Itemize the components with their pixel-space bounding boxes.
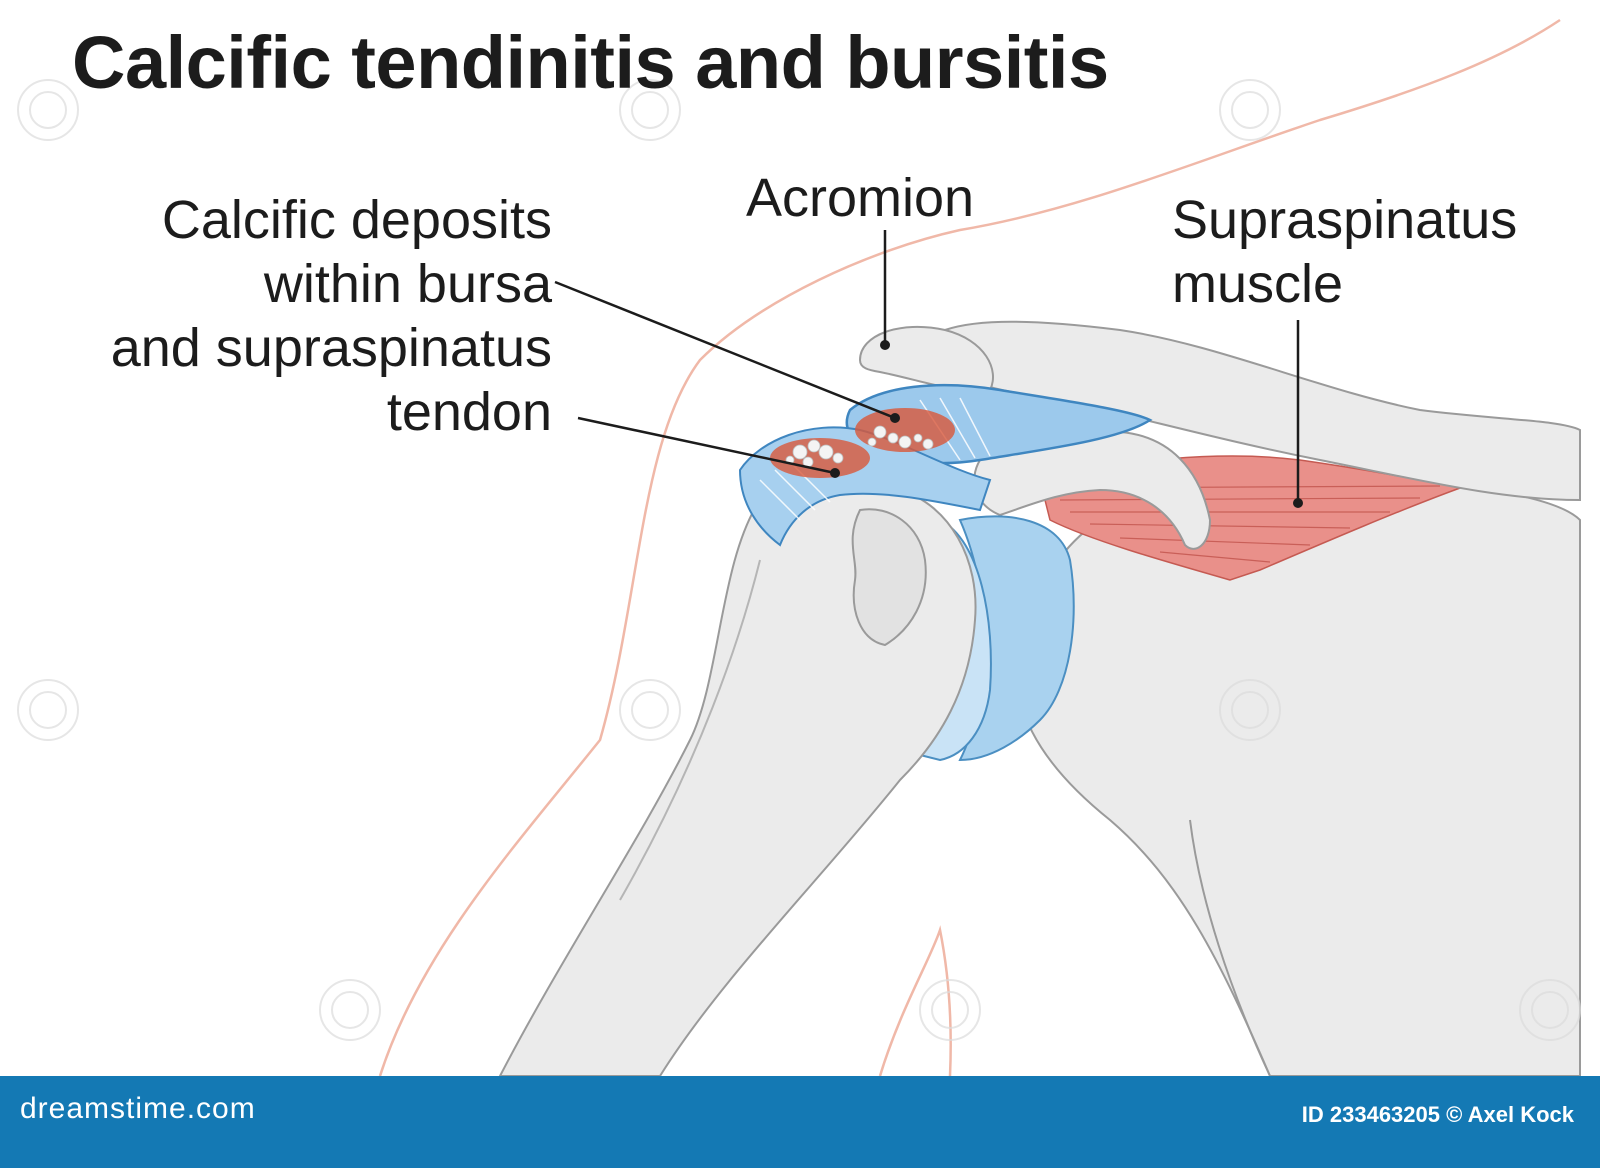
skin-outline [378,18,1561,1077]
humerus [498,482,977,1077]
leader-dot-tendon [830,468,840,478]
footer-logo[interactable]: dreamstime.com [20,1092,256,1125]
armpit-outline [878,925,952,1077]
scapula-edge [1189,819,1271,1077]
humerus-tubercle [851,508,927,647]
leader-dot-bursa [890,413,900,423]
label-line: Supraspinatus [1172,190,1518,250]
leader-line-deposits-bursa [554,280,896,420]
label-line: muscle [1172,254,1344,314]
leader-dot-supraspinatus [1293,498,1303,508]
watermark-spiral-icon [17,79,1581,1041]
label-calcific-deposits: Calcific deposits within bursa and supra… [111,188,552,444]
footer-bar: dreamstime.com ID 233463205 © Axel Kock [0,1076,1600,1168]
calcific-deposits [785,425,934,468]
label-line: within bursa [263,254,552,314]
diagram-title: Calcific tendinitis and bursitis [72,21,1109,104]
humerus-shaft-line [619,559,761,901]
leader-line-deposits-tendon [577,416,836,475]
label-supraspinatus: Supraspinatus muscle [1172,188,1517,316]
label-line: and supraspinatus [110,318,552,378]
footer-credit: ID 233463205 © Axel Kock [1301,1102,1574,1127]
label-acromion: Acromion [746,168,975,228]
leader-dot-acromion [880,340,890,350]
label-line: tendon [386,382,552,442]
scapula [1017,477,1581,1077]
label-line: Calcific deposits [161,190,552,250]
muscle-fibers [1059,485,1441,563]
